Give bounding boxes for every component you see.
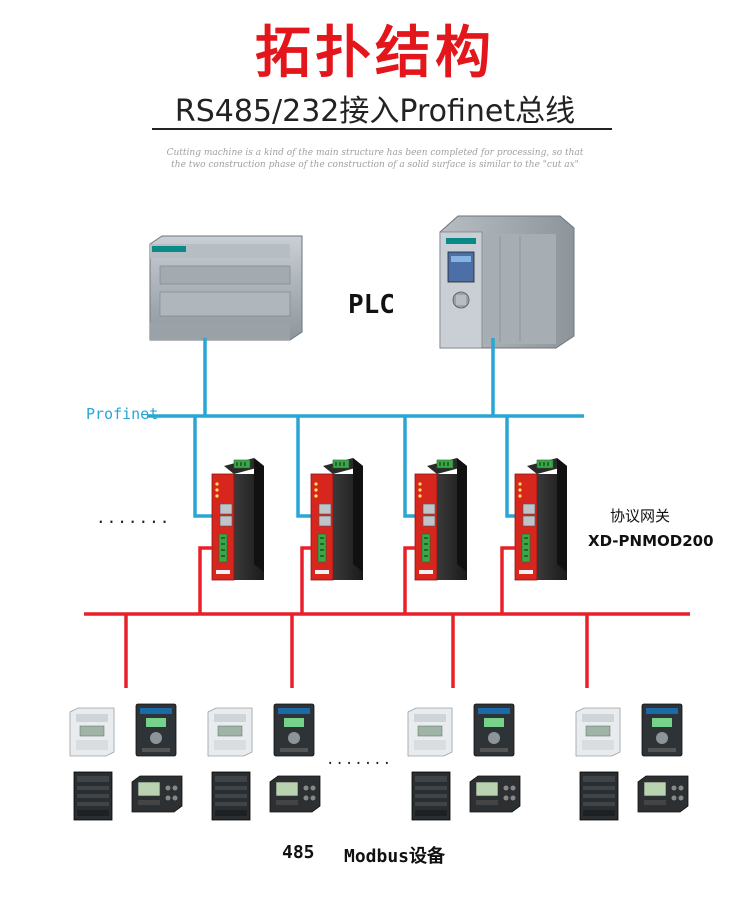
page-title: 拓扑结构 — [255, 21, 495, 86]
gateway-3 — [414, 457, 468, 581]
profinet-label: Profinet — [86, 405, 159, 423]
gateway-4 — [514, 457, 568, 581]
rs485-bus — [84, 546, 690, 688]
device-ellipsis: ....... — [326, 752, 393, 768]
page-subtitle: RS485/232接入Profinet总线 — [174, 94, 576, 129]
decorative-caption-line-1: Cutting machine is a kind of the main st… — [166, 148, 584, 158]
plc-right-icon — [439, 215, 575, 349]
device-group-1 — [70, 704, 182, 820]
gateway-model-label: XD-PNMOD200 — [588, 532, 714, 550]
gateway-ellipsis: ....... — [96, 508, 171, 527]
gateway-2 — [310, 457, 364, 581]
gateway-1 — [211, 457, 265, 581]
rs485-label: 485 — [282, 842, 315, 863]
device-group-4 — [576, 704, 688, 820]
device-group-2 — [208, 704, 320, 820]
subtitle-underline — [152, 128, 612, 130]
plc-label: PLC — [348, 290, 395, 320]
gateway-label-cn: 协议网关 — [610, 507, 671, 525]
modbus-devices-label: Modbus设备 — [344, 846, 446, 867]
plc-left-icon — [149, 235, 303, 341]
decorative-caption-line-2: the two construction phase of the constr… — [171, 160, 579, 170]
device-group-3 — [408, 704, 520, 820]
